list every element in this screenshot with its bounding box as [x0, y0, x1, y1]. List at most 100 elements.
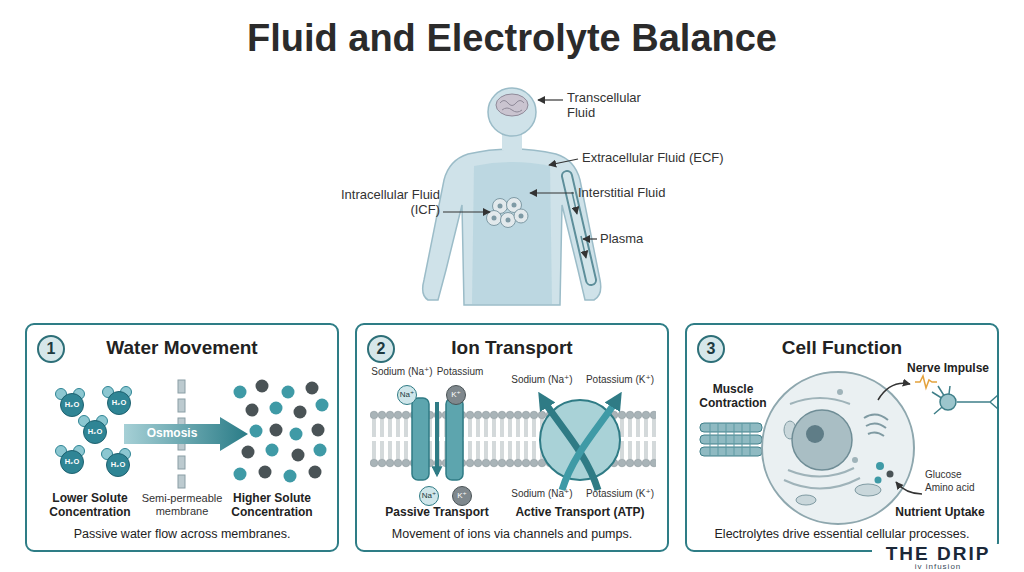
nutrient-particle [887, 471, 894, 478]
vesicle [852, 457, 858, 463]
neuron-branches [932, 386, 998, 414]
mitochondrion [855, 484, 881, 496]
nucleolus [806, 425, 824, 443]
brain [496, 94, 528, 116]
muscle-fibril [700, 447, 762, 456]
muscle-fibril [700, 435, 762, 444]
cell-membrane [762, 372, 914, 524]
panel-heading: Ion Transport [357, 337, 667, 360]
cell-nucleus [492, 216, 497, 221]
solute-particle [294, 406, 307, 419]
nutrient-particle [875, 477, 882, 484]
cell [501, 213, 516, 228]
sodium-ion: Na⁺ [419, 486, 439, 506]
panel-caption: Movement of ions via channels and pumps. [361, 527, 663, 542]
region-label: Lower Solute Concentration [42, 492, 138, 520]
cell-nucleus [512, 203, 517, 208]
ion-label: Potassium [422, 366, 498, 378]
step-circle: 1 [37, 335, 65, 363]
brain-folds [500, 101, 524, 113]
muscle-fibril [700, 423, 762, 432]
brand-tagline: iv infusion [872, 563, 1004, 571]
ion-label: Potassium (K⁺) [580, 488, 660, 500]
ion-symbol: K⁺ [451, 391, 461, 399]
cell-nucleus [498, 204, 503, 209]
arrow-label: Osmosis [124, 427, 220, 440]
callout-number: 2 [377, 341, 386, 357]
endoplasmic-reticulum [784, 398, 860, 489]
molecule-label: H₂O [88, 428, 103, 436]
leader-arrow [549, 159, 578, 165]
sodium-ion: Na⁺ [397, 385, 417, 405]
diagram-title: Fluid and Electrolyte Balance [0, 16, 1024, 62]
water-molecule: H₂O [60, 393, 84, 417]
ion-label: Sodium (Na⁺) [502, 374, 582, 386]
solute-particle [234, 468, 247, 481]
leader-arrow [538, 99, 563, 100]
head [488, 88, 536, 136]
fluid-label: Interstitial Fluid [578, 186, 708, 201]
solute-particle [282, 386, 295, 399]
water-molecule: H₂O [107, 391, 131, 415]
solute-particle [234, 386, 247, 399]
solute-particle [309, 466, 322, 479]
potassium-ion: K⁺ [446, 385, 466, 405]
solute-particle [316, 399, 329, 412]
channel-protein [412, 398, 429, 480]
ion-label: Potassium (K⁺) [580, 374, 660, 386]
callout-number: 3 [707, 341, 716, 357]
ion-symbol: Na⁺ [400, 391, 414, 399]
fluid-label: Transcellular Fluid [567, 91, 667, 121]
interstitial-region [472, 162, 552, 304]
hydrogen-atoms [56, 387, 132, 460]
body-silhouette [423, 149, 601, 305]
flow-arrow [572, 192, 577, 214]
panel-caption: Electrolytes drive essential cellular pr… [691, 527, 993, 542]
molecule-label: H₂O [111, 461, 126, 469]
arrow-body [124, 417, 248, 451]
cell-cluster [487, 198, 529, 228]
molecule-label: H₂O [112, 399, 127, 407]
nutrient-particle [876, 462, 884, 470]
step-circle: 2 [367, 335, 395, 363]
solute-particle [270, 402, 283, 415]
vesicle [837, 389, 843, 395]
ion-symbol: Na⁺ [422, 492, 436, 500]
impulse-signal [915, 376, 937, 388]
cell [514, 209, 528, 223]
molecule-label: H₂O [65, 401, 80, 409]
membrane-segment [178, 456, 185, 469]
ion-label: Sodium (Na⁺) [502, 488, 582, 500]
solute-particle [284, 470, 297, 483]
membrane-segment [178, 399, 185, 412]
solute-particle [266, 444, 279, 457]
striations [710, 423, 750, 456]
solute-particle [270, 424, 283, 437]
panel-heading: Cell Function [687, 337, 997, 360]
solute-particles [234, 380, 329, 483]
ion-label: Sodium (Na⁺) [366, 366, 438, 378]
fluid-label: Intracellular Fluid (ICF) [340, 188, 440, 218]
solute-particle [256, 380, 269, 393]
nucleus [792, 410, 852, 470]
solute-particle [306, 382, 319, 395]
panel-caption: Passive water flow across membranes. [31, 527, 333, 542]
neuron-body [940, 394, 956, 410]
cell [487, 211, 502, 226]
water-molecule: H₂O [60, 450, 84, 474]
passive-flow-arrow [435, 402, 439, 474]
function-label: Muscle Contraction [688, 383, 778, 411]
pointer-arrow [878, 383, 910, 400]
molecule-label: H₂O [65, 458, 80, 466]
transport-label: Active Transport (ATP) [505, 506, 655, 520]
transport-label: Passive Transport [377, 506, 497, 520]
ion-symbol: K⁺ [457, 492, 467, 500]
fluid-label: Plasma [600, 232, 680, 247]
potassium-ion: K⁺ [452, 486, 472, 506]
membrane-label: Semi-permeable membrane [136, 492, 228, 517]
solute-particle [250, 425, 263, 438]
cell-nucleus [519, 214, 524, 219]
solute-particle [290, 428, 303, 441]
